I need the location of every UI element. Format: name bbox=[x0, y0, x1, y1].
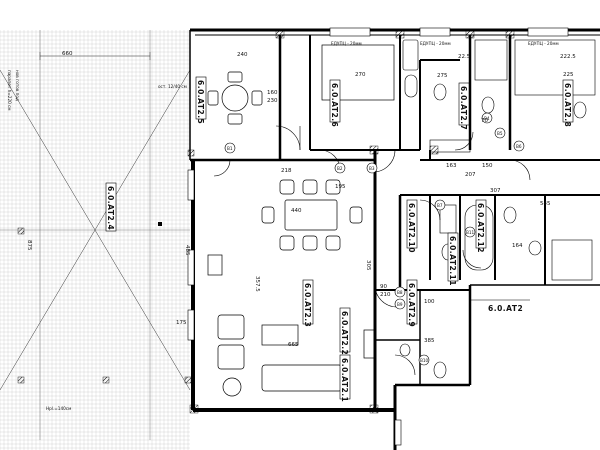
marker-b7: B7 bbox=[437, 203, 443, 208]
room-tags: 6.0.AT2.5 6.0.AT2.6 6.0.AT2.7 6.0.AT2.8 … bbox=[105, 76, 574, 402]
dim-2225: 222.5 bbox=[560, 54, 576, 60]
dim-545: 545 bbox=[540, 201, 551, 207]
finish-note: нов готов под bbox=[15, 70, 20, 101]
outer-walls bbox=[189, 28, 600, 450]
terrace-level-note: ост. 12/40 см bbox=[158, 84, 187, 89]
marker-b1: B1 bbox=[227, 146, 233, 151]
interior-walls bbox=[190, 35, 600, 410]
dim-150: 150 bbox=[482, 163, 493, 169]
dim-305: 305 bbox=[365, 260, 371, 271]
marker-b10: B10 bbox=[420, 358, 429, 363]
room-tag-3: 6.0.AT2.3 bbox=[303, 283, 312, 327]
room-tag-8: 6.0.AT2.8 bbox=[563, 83, 572, 127]
dim-163: 163 bbox=[446, 163, 457, 169]
dim-230: 230 bbox=[267, 98, 278, 104]
dim-875: 875 bbox=[26, 240, 32, 251]
dim-164: 164 bbox=[512, 243, 523, 249]
dim-3575: 357.5 bbox=[254, 276, 260, 292]
marker-b3: B3 bbox=[369, 166, 375, 171]
unit-tag-main: 6.0.AT2 bbox=[488, 304, 523, 313]
dim-275: 275 bbox=[437, 73, 448, 79]
dimension-labels: 240 270 275 225 222.5 22.5 160 230 218 1… bbox=[176, 41, 576, 348]
dim-307: 307 bbox=[490, 188, 501, 194]
dim-210: 210 bbox=[380, 292, 391, 298]
room-tag-9: 6.0.AT2.9 bbox=[407, 283, 416, 327]
marker-b11: B11 bbox=[466, 230, 475, 235]
dim-70: 70 bbox=[481, 118, 488, 124]
circle-markers bbox=[224, 112, 525, 366]
dim-225b: 22.5 bbox=[458, 54, 471, 60]
terrace: 660 875 парапет h=220 см нов готов под о… bbox=[0, 30, 195, 450]
hpl-note: Hpl.=140см bbox=[46, 406, 71, 411]
dim-175: 175 bbox=[176, 320, 187, 326]
window-note-2: ЕДУПЦ - 20мм bbox=[420, 41, 451, 46]
dim-225: 225 bbox=[563, 72, 574, 78]
dim-440: 440 bbox=[291, 208, 302, 214]
dim-207: 207 bbox=[465, 172, 476, 178]
dim-160: 160 bbox=[267, 90, 278, 96]
room-tag-10: 6.0.AT2.10 bbox=[407, 203, 416, 253]
room-tag-11: 6.0.AT2.11 bbox=[448, 236, 457, 286]
room-tag-2: 6.0.AT2.2 bbox=[340, 311, 349, 355]
dim-665: 665 bbox=[288, 342, 299, 348]
circle-marker-labels: B1 B2 B3 B4 B5 B6 B7 B8 B9 B10 B11 bbox=[227, 116, 522, 363]
dim-240: 240 bbox=[237, 52, 248, 58]
marker-b5: B5 bbox=[497, 131, 503, 136]
window-note-1: ЕДУПЦ - 20мм bbox=[331, 41, 362, 46]
dim-270: 270 bbox=[355, 72, 366, 78]
dim-195: 195 bbox=[335, 184, 346, 190]
room-tag-4: 6.0.AT2.4 bbox=[106, 186, 115, 230]
marker-b2: B2 bbox=[337, 166, 343, 171]
columns bbox=[189, 29, 515, 414]
furniture bbox=[207, 44, 395, 397]
room-tag-5: 6.0.AT2.5 bbox=[196, 80, 205, 124]
dim-385: 385 bbox=[424, 338, 435, 344]
room-tag-7: 6.0.AT2.7 bbox=[459, 86, 468, 130]
doors bbox=[213, 125, 531, 376]
window-note-3: ЕДУПЦ - 20мм bbox=[528, 41, 559, 46]
dim-100: 100 bbox=[424, 299, 435, 305]
dim-90: 90 bbox=[380, 284, 387, 290]
room-tag-12: 6.0.AT2.12 bbox=[476, 203, 485, 253]
room-tag-1: 6.0.AT2.1 bbox=[340, 358, 349, 402]
dim-485: 485 bbox=[184, 245, 190, 256]
dim-660: 660 bbox=[62, 51, 73, 57]
dim-218: 218 bbox=[281, 168, 292, 174]
marker-b8: B8 bbox=[397, 290, 403, 295]
marker-b6: B6 bbox=[516, 144, 522, 149]
room-tag-6: 6.0.AT2.6 bbox=[330, 83, 339, 127]
parapet-note: парапет h=220 см bbox=[7, 70, 12, 111]
marker-b9: B9 bbox=[397, 302, 403, 307]
windows bbox=[187, 27, 569, 446]
marker-b4: B4 bbox=[484, 116, 490, 121]
